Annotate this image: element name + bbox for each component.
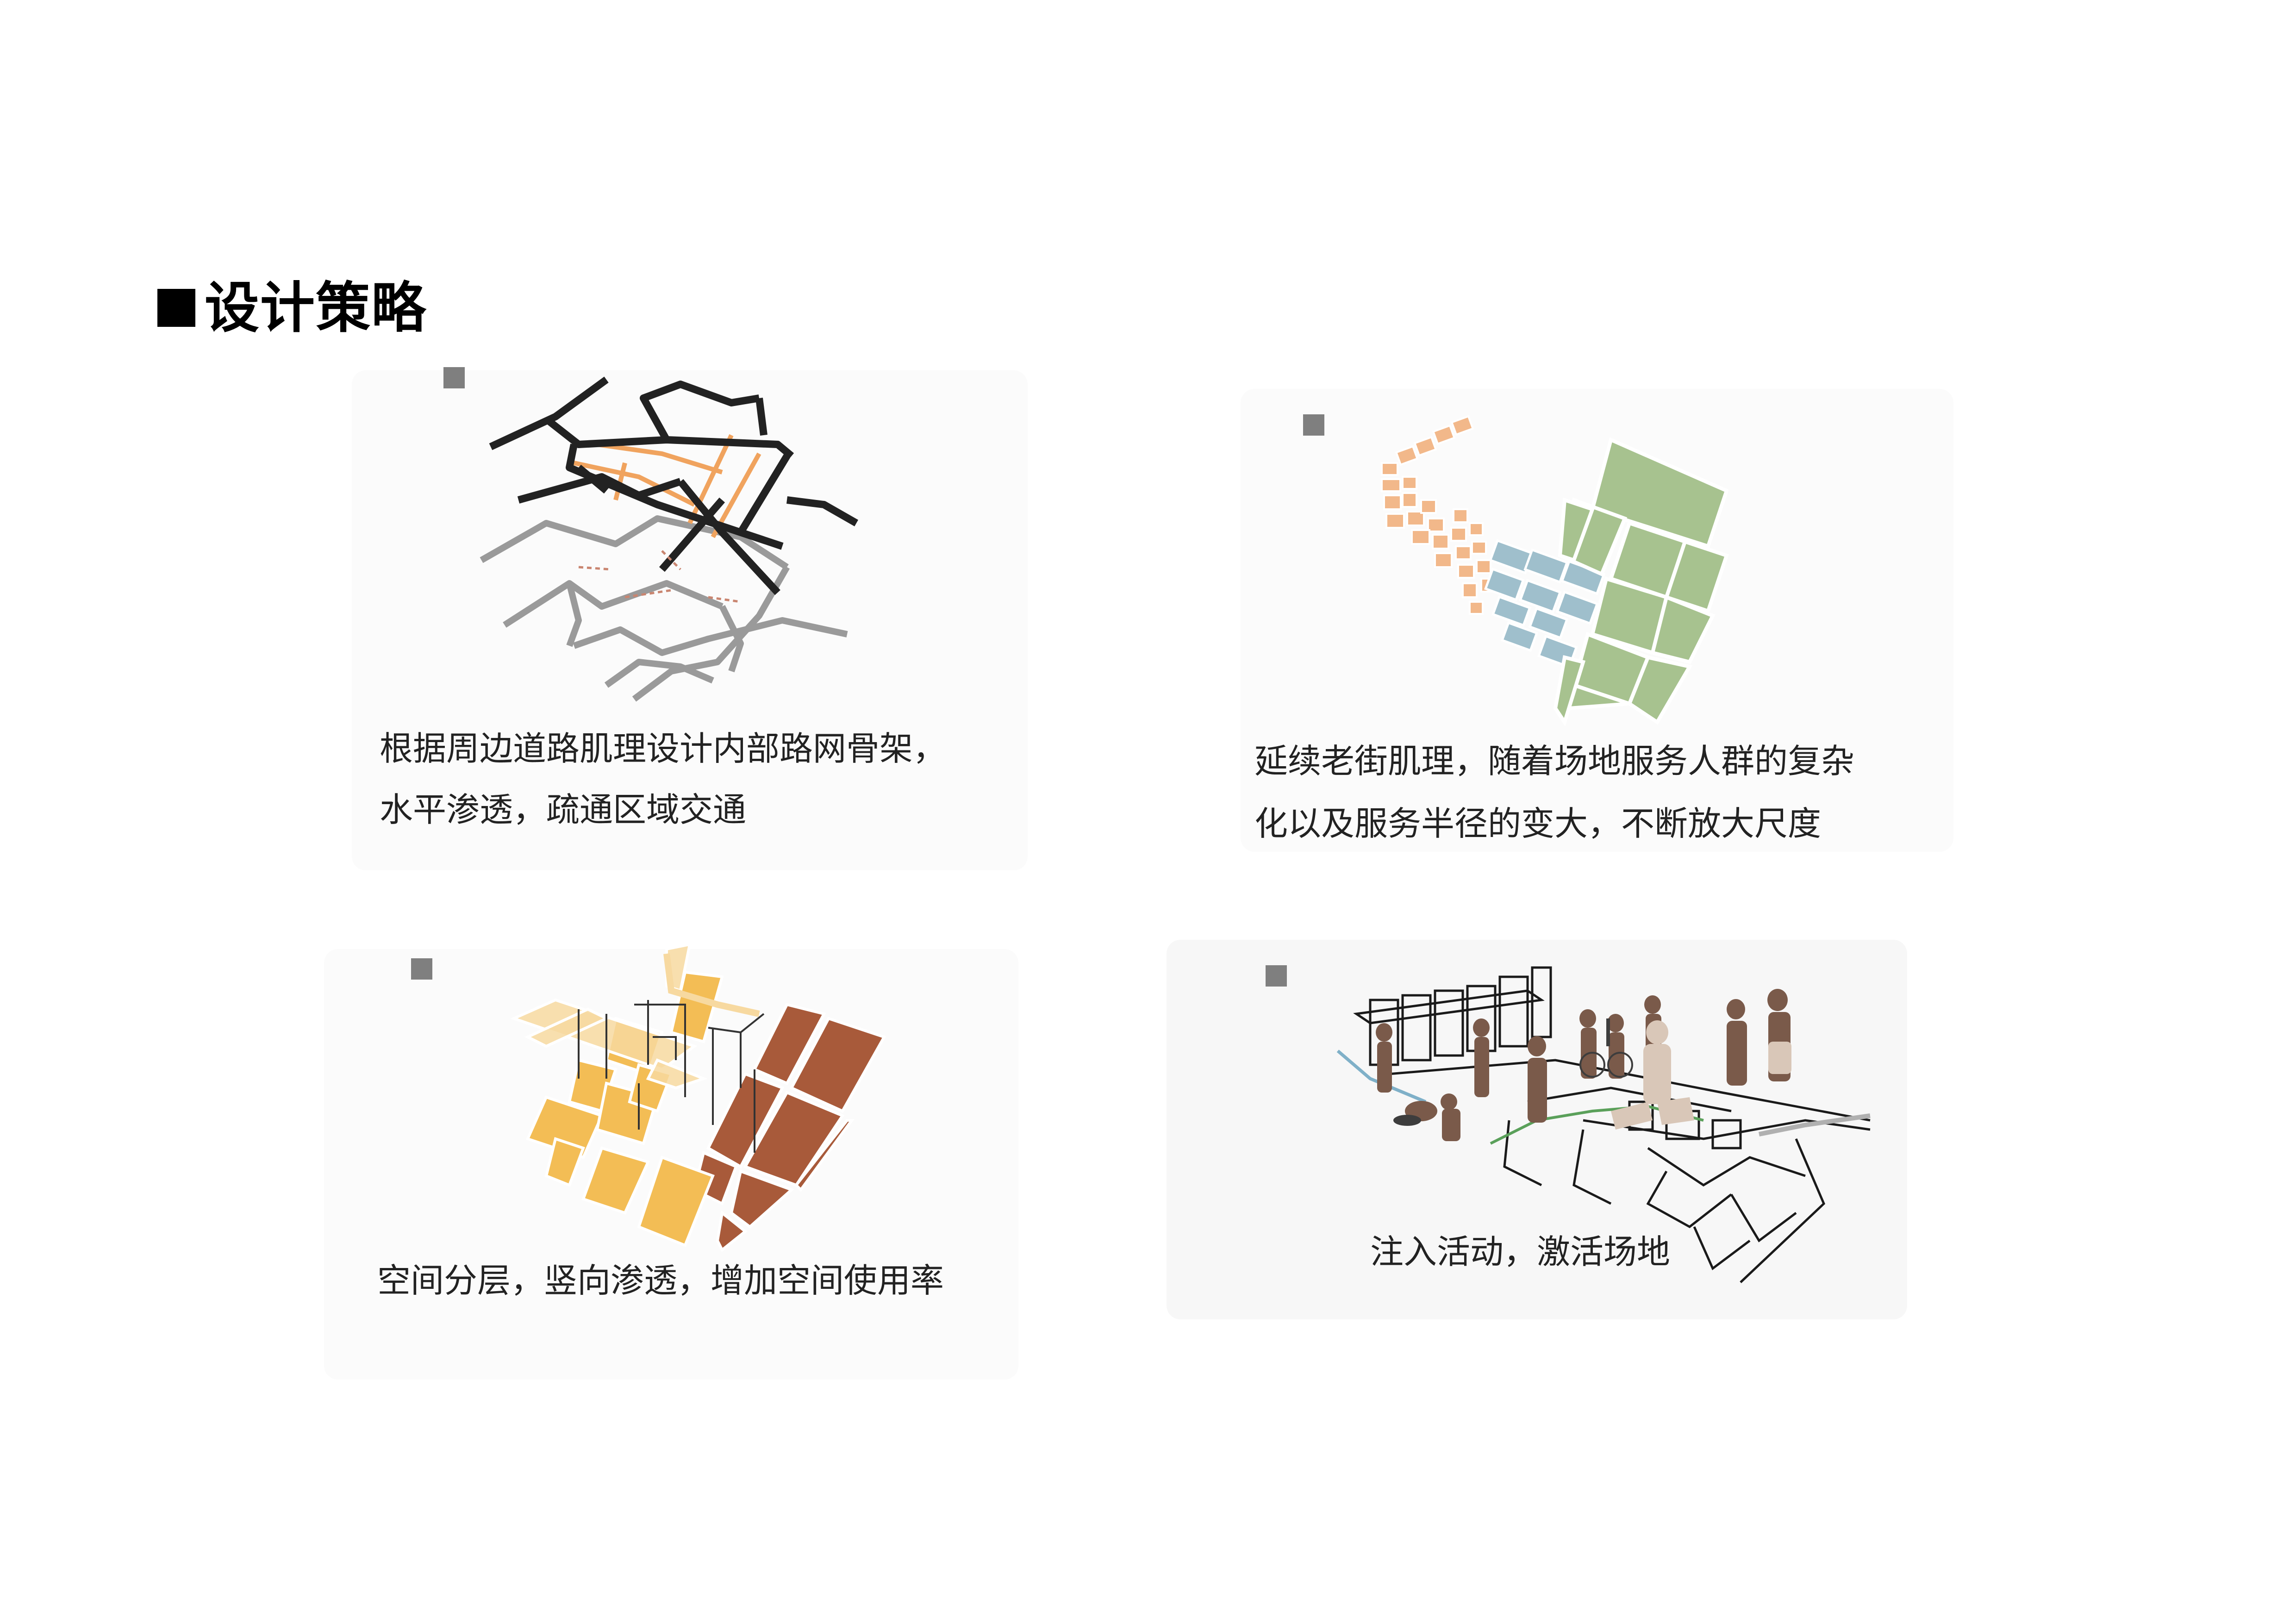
page-heading: 设计策略 — [157, 273, 427, 343]
panel-caption-line-1: 空间分层，竖向渗透，增加空间使用率 — [377, 1261, 944, 1300]
page-title: 设计策略 — [205, 276, 427, 340]
panel-marker-icon — [1303, 414, 1324, 436]
panel-caption-line-2: 水平渗透，疏通区域交通 — [380, 790, 747, 829]
panel-marker-icon — [1266, 965, 1287, 987]
panel-marker-icon — [443, 367, 465, 388]
panel-caption-line-2: 化以及服务半径的变大，不断放大尺度 — [1254, 804, 1822, 843]
panel-caption-line-1: 注入活动，激活场地 — [1370, 1232, 1671, 1271]
panel-caption-line-1: 根据周边道路肌理设计内部路网骨架， — [380, 729, 947, 768]
panel-marker-icon — [411, 958, 432, 980]
heading-square-icon — [157, 289, 195, 327]
panel-caption-line-1: 延续老街肌理，随着场地服务人群的复杂 — [1254, 742, 1855, 781]
panel-background — [352, 370, 1028, 870]
